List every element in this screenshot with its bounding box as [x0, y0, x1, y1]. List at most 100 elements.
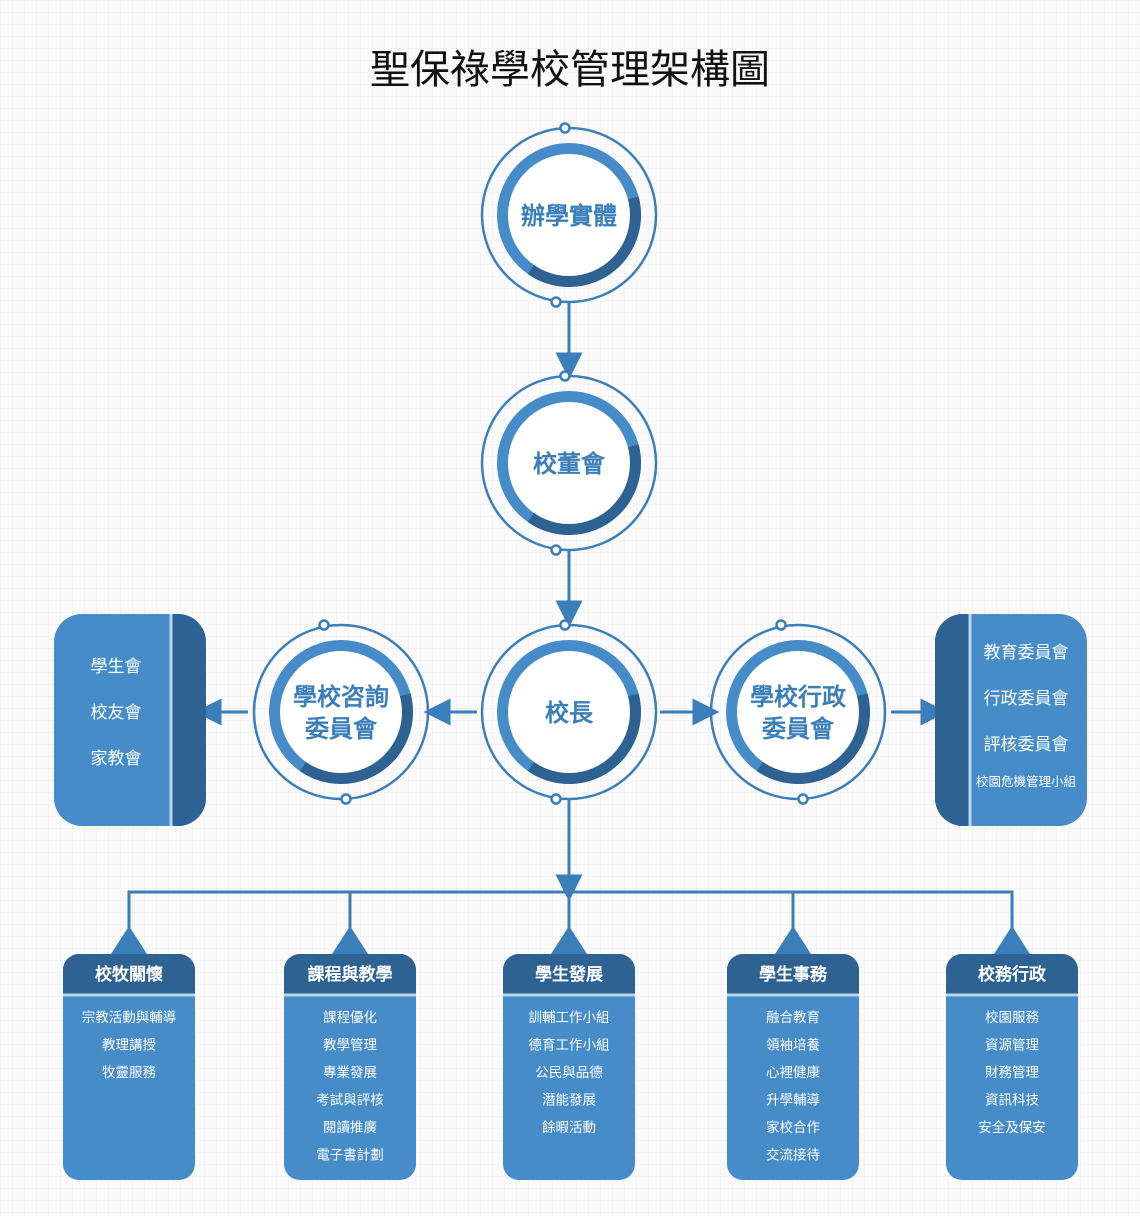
- department-header: [63, 954, 195, 994]
- ring-dot-bottom: [340, 793, 352, 805]
- right-box-item: 評核委員會: [984, 735, 1069, 755]
- department-boxes: 校牧關懷宗教活動與輔導教理講授牧靈服務課程與教學課程優化教學管理專業發展考試與評…: [63, 926, 1078, 1180]
- ring-dot-bottom: [550, 793, 562, 805]
- ring-shade: [527, 693, 641, 784]
- left-box-item: 學生會: [91, 657, 142, 677]
- department-item: 資源管理: [985, 1038, 1039, 1054]
- department-pointer: [111, 926, 147, 954]
- department-name: 校牧關懷: [95, 964, 163, 985]
- department-item: 潛能發展: [542, 1093, 596, 1109]
- right-box-item: 教育委員會: [984, 643, 1069, 663]
- department-header: [284, 954, 416, 994]
- department-name: 課程與教學: [308, 964, 393, 985]
- right-box-item: 行政委員會: [984, 689, 1069, 709]
- department-pointer: [775, 926, 811, 954]
- box-stripe: [172, 614, 206, 826]
- box-body: [54, 614, 206, 826]
- inner-disc: [508, 402, 630, 524]
- department-item: 融合教育: [766, 1010, 820, 1026]
- node-label: 校長: [545, 699, 594, 727]
- inner-disc: [737, 651, 859, 773]
- node-label: 學校行政: [750, 683, 846, 711]
- department-header: [946, 954, 1078, 994]
- department-body: [63, 954, 195, 1180]
- department-item: 閱讀推廣: [323, 1119, 377, 1136]
- department-item: 校園服務: [985, 1009, 1039, 1026]
- inner-disc: [280, 651, 402, 773]
- ring-dot-top: [318, 619, 330, 631]
- left-box-item: 家教會: [91, 749, 142, 769]
- department-item: 課程優化: [323, 1010, 377, 1026]
- department-pointer: [332, 926, 368, 954]
- page-title: 聖保祿學校管理架構圖: [370, 47, 770, 93]
- box-body: [935, 614, 1087, 826]
- node-label: 委員會: [761, 715, 835, 743]
- department-body: [284, 954, 416, 1180]
- department-item: 餘暇活動: [542, 1119, 596, 1136]
- department-item: 安全及保安: [978, 1119, 1046, 1136]
- department-item: 牧靈服務: [102, 1065, 156, 1081]
- department-item: 心裡健康: [766, 1064, 820, 1081]
- ring-dot-top: [559, 122, 571, 134]
- department-pointer: [994, 926, 1030, 954]
- department-item: 資訊科技: [985, 1093, 1039, 1109]
- inner-disc: [508, 154, 630, 276]
- department-item: 財務管理: [985, 1065, 1039, 1081]
- ring-shade: [527, 444, 641, 535]
- ring-dot-bottom: [550, 296, 562, 308]
- department-pointer: [551, 926, 587, 954]
- department-item: 電子書計劃: [316, 1148, 384, 1164]
- node-label: 校董會: [533, 450, 606, 478]
- department-name: 學生事務: [759, 964, 828, 985]
- ring-dot-bottom: [797, 793, 809, 805]
- department-item: 教學管理: [323, 1038, 377, 1054]
- right-box-small-item: 校園危機管理小組: [976, 774, 1076, 789]
- connector-lines: [127, 302, 1014, 928]
- ring-dot-top: [559, 619, 571, 631]
- department-header: [503, 954, 635, 994]
- department-name: 學生發展: [535, 964, 603, 985]
- department-item: 公民與品德: [535, 1065, 603, 1081]
- department-item: 宗教活動與輔導: [82, 1010, 177, 1026]
- left-box-item: 校友會: [91, 703, 142, 723]
- ring-dot-top: [559, 370, 571, 382]
- node-sponsor[interactable]: 辦學實體: [480, 122, 658, 308]
- department-item: 家校合作: [766, 1119, 820, 1136]
- node-principal[interactable]: 校長: [480, 619, 658, 805]
- department-body: [727, 954, 859, 1180]
- box-stripe: [935, 614, 969, 826]
- department-item: 專業發展: [323, 1065, 377, 1081]
- department-item: 考試與評核: [316, 1093, 384, 1109]
- department-name: 校務行政: [978, 964, 1047, 985]
- node-board[interactable]: 校董會: [480, 370, 658, 556]
- ring-dot-bottom: [550, 544, 562, 556]
- node-label: 辦學實體: [521, 202, 617, 230]
- department-item: 教理講授: [102, 1038, 156, 1054]
- department-item: 領袖培養: [766, 1037, 820, 1054]
- ring-shade: [756, 693, 870, 784]
- node-label: 學校咨詢: [293, 683, 389, 711]
- inner-disc: [508, 651, 630, 773]
- department-body: [503, 954, 635, 1180]
- ring-shade: [299, 693, 413, 785]
- department-header: [727, 954, 859, 994]
- department-item: 交流接待: [766, 1147, 820, 1164]
- ring-dot-top: [775, 619, 787, 631]
- department-item: 訓輔工作小組: [529, 1010, 610, 1026]
- ring-shade: [527, 196, 641, 287]
- department-item: 升學輔導: [766, 1093, 820, 1109]
- department-item: 德育工作小組: [529, 1038, 610, 1054]
- node-label: 委員會: [304, 715, 378, 743]
